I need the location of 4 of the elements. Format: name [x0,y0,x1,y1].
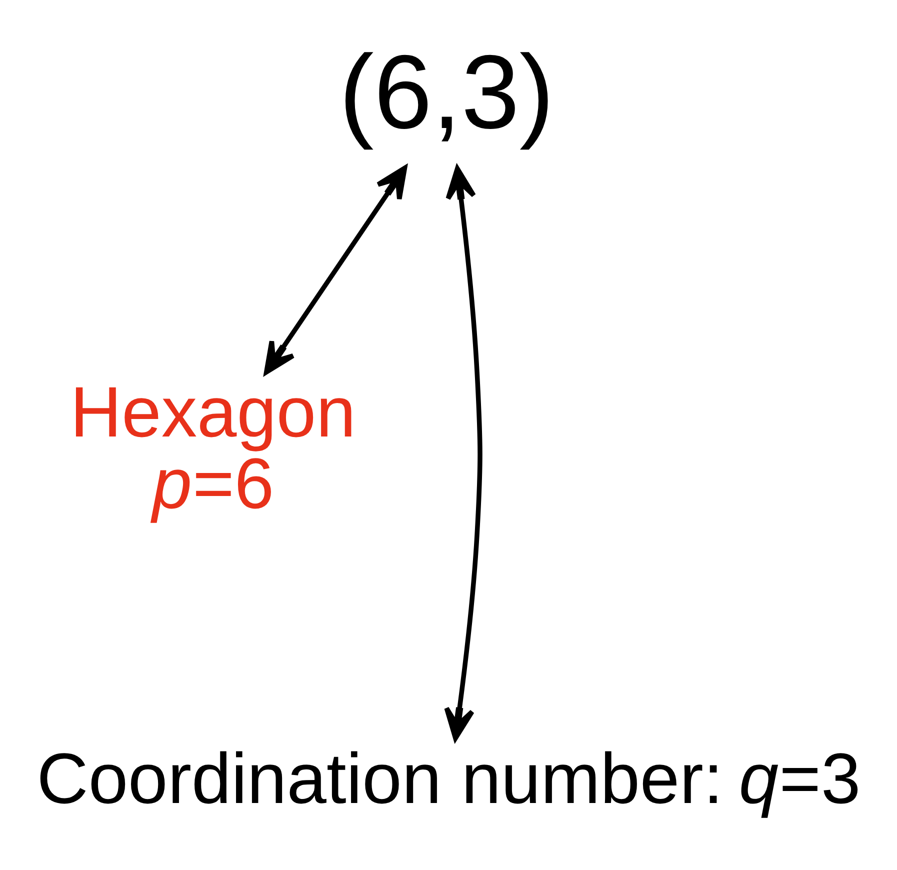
arrow [264,165,408,374]
node-text: Coordination number: q=3 [36,738,861,819]
node-text: Hexagon p=6 [70,372,356,524]
node-text: (6,3) [339,33,554,150]
